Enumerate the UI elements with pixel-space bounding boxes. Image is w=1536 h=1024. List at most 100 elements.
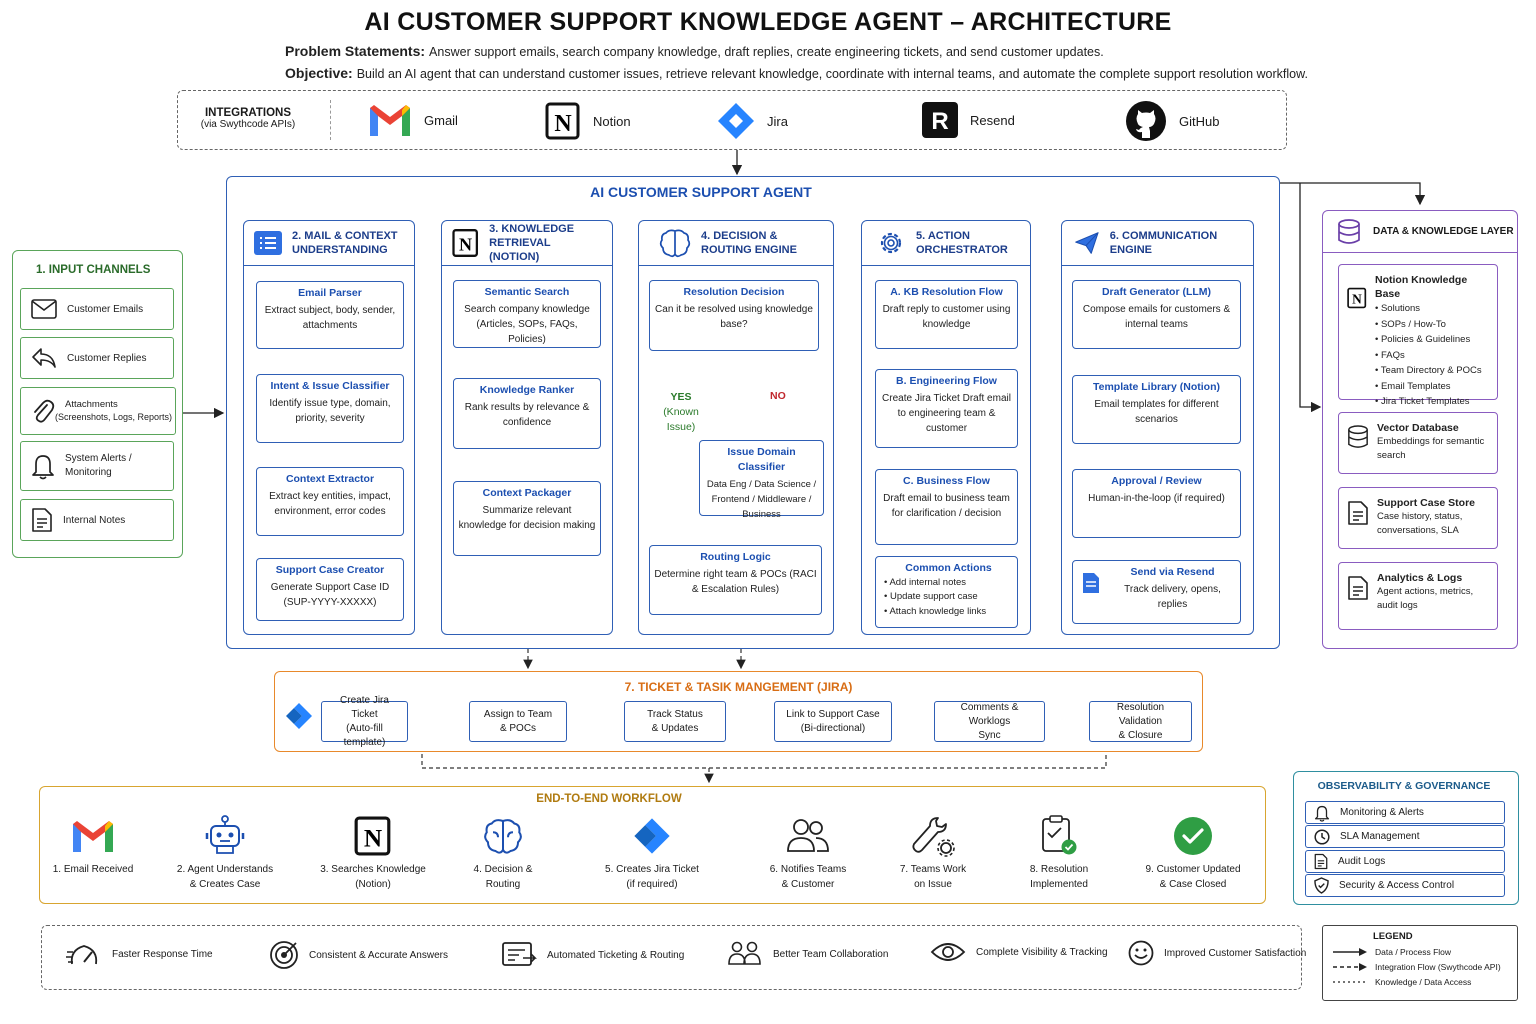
input-system-alerts[interactable]: System Alerts /Monitoring (20, 441, 174, 491)
legend-box: LEGEND Data / Process Flow Integration F… (1322, 925, 1518, 1001)
svg-text:R: R (931, 108, 948, 135)
notion-icon: N (354, 816, 391, 856)
brain-icon (484, 819, 522, 854)
eye-icon (930, 943, 966, 961)
ticket-step-resolution: Resolution Validation & Closure (1089, 701, 1192, 742)
ticket-step-comments: Comments & Worklogs Sync (934, 701, 1045, 742)
common-actions-card: Common Actions Add internal notes Update… (875, 556, 1018, 628)
objective-statement: Objective:Build an AI agent that can und… (285, 65, 1308, 81)
audit-logs-item: Audit Logs (1305, 850, 1505, 873)
shield-icon (1314, 877, 1329, 894)
observability-panel (1293, 771, 1519, 905)
sla-management-item: SLA Management (1305, 825, 1505, 848)
users-icon (787, 819, 829, 852)
benefit-customer-satisfaction: Improved Customer Satisfaction (1128, 940, 1306, 966)
legend-solid-flow: Data / Process Flow (1333, 947, 1507, 957)
benefits-bar (41, 925, 1302, 990)
target-icon (270, 941, 298, 969)
benefit-faster-response: Faster Response Time (66, 940, 213, 968)
legend-dotted-access: Knowledge / Data Access (1333, 977, 1472, 987)
integration-github[interactable]: GitHub (1125, 100, 1219, 142)
gear-icon (880, 232, 902, 254)
workflow-step-9: 9. Customer Updated & Case Closed (1133, 812, 1253, 892)
clock-icon (1314, 828, 1330, 845)
integrations-bar (177, 90, 1287, 150)
notion-icon: N (545, 102, 580, 140)
list-icon (254, 231, 282, 255)
page-title: AI CUSTOMER SUPPORT KNOWLEDGE AGENT – AR… (364, 8, 1172, 36)
checklist-icon (1042, 815, 1077, 855)
benefit-automated-ticketing: Automated Ticketing & Routing (501, 940, 684, 970)
workflow-step-1: 1. Email Received (33, 812, 153, 877)
input-internal-notes[interactable]: Internal Notes (20, 499, 174, 541)
document-icon (1083, 573, 1099, 593)
resend-icon: R (922, 102, 958, 138)
notion-icon: N (452, 229, 478, 257)
mail-icon (31, 299, 57, 319)
ticket-step-create: Create Jira Ticket (Auto-fill template) (321, 695, 408, 748)
ticket-step-link: Link to Support Case (Bi-directional) (774, 701, 892, 742)
observability-title: OBSERVABILITY & GOVERNANCE (1317, 780, 1491, 792)
yes-branch-label: YES(Known Issue) (663, 391, 699, 433)
input-customer-replies[interactable]: Customer Replies (20, 337, 174, 379)
benefit-visibility-tracking: Complete Visibility & Tracking (930, 940, 1108, 964)
svg-text:N: N (364, 825, 382, 853)
template-library-card: Template Library (Notion)Email templates… (1072, 375, 1241, 444)
input-channels-title: 1. INPUT CHANNELS (36, 264, 151, 276)
input-attachments[interactable]: Attachments(Screenshots, Logs, Reports) (20, 387, 176, 435)
workflow-step-4: 4. Decision & Routing (443, 812, 563, 892)
workflow-step-7: 7. Teams Work on Issue (873, 812, 993, 892)
svg-text:N: N (459, 235, 472, 255)
notion-knowledge-base-card: N Notion Knowledge Base Solutions SOPs /… (1338, 264, 1498, 407)
speedometer-icon (66, 945, 98, 965)
jira-icon (634, 818, 670, 854)
ticket-step-track: Track Status & Updates (624, 701, 726, 742)
input-channels-panel (12, 250, 183, 558)
svg-text:N: N (1352, 292, 1362, 307)
security-access-item: Security & Access Control (1305, 874, 1505, 897)
action-orchestrator-header: 5. ACTION ORCHESTRATOR (862, 221, 1030, 266)
check-circle-icon (1174, 817, 1212, 855)
workflow-step-2: 2. Agent Understands & Creates Case (165, 812, 285, 892)
robot-icon (205, 815, 245, 854)
integration-jira[interactable]: Jira (717, 102, 788, 140)
input-customer-emails[interactable]: Customer Emails (20, 288, 174, 330)
monitoring-alerts-item: Monitoring & Alerts (1305, 801, 1505, 824)
workflow-title: END-TO-END WORKFLOW (536, 793, 682, 805)
legend-dashed-integration: Integration Flow (Swythcode API) (1333, 962, 1507, 972)
gmail-icon (370, 105, 410, 136)
data-knowledge-layer-panel (1322, 210, 1518, 649)
draft-generator-card: Draft Generator (LLM)Compose emails for … (1072, 280, 1241, 349)
gmail-icon (73, 821, 113, 852)
note-icon (32, 508, 52, 532)
problem-statement: Problem Statements:Answer support emails… (285, 43, 1104, 59)
bell-icon (1314, 805, 1330, 822)
integration-gmail[interactable]: Gmail (368, 102, 458, 138)
jira-icon (718, 103, 754, 139)
integration-notion[interactable]: N Notion (545, 102, 631, 140)
integrations-divider (330, 100, 331, 140)
integrations-label: INTEGRATIONS (via Swythcode APIs) (200, 107, 296, 130)
ai-agent-title: AI CUSTOMER SUPPORT AGENT (590, 184, 812, 200)
workflow-step-5: 5. Creates Jira Ticket (if required) (592, 812, 712, 892)
integration-resend[interactable]: R Resend (922, 102, 1015, 138)
data-layer-header: DATA & KNOWLEDGE LAYER (1323, 211, 1517, 253)
send-icon (1075, 232, 1099, 254)
brain-icon (659, 229, 691, 258)
knowledge-retrieval-header: N 3. KNOWLEDGE RETRIEVAL (NOTION) (442, 221, 612, 266)
